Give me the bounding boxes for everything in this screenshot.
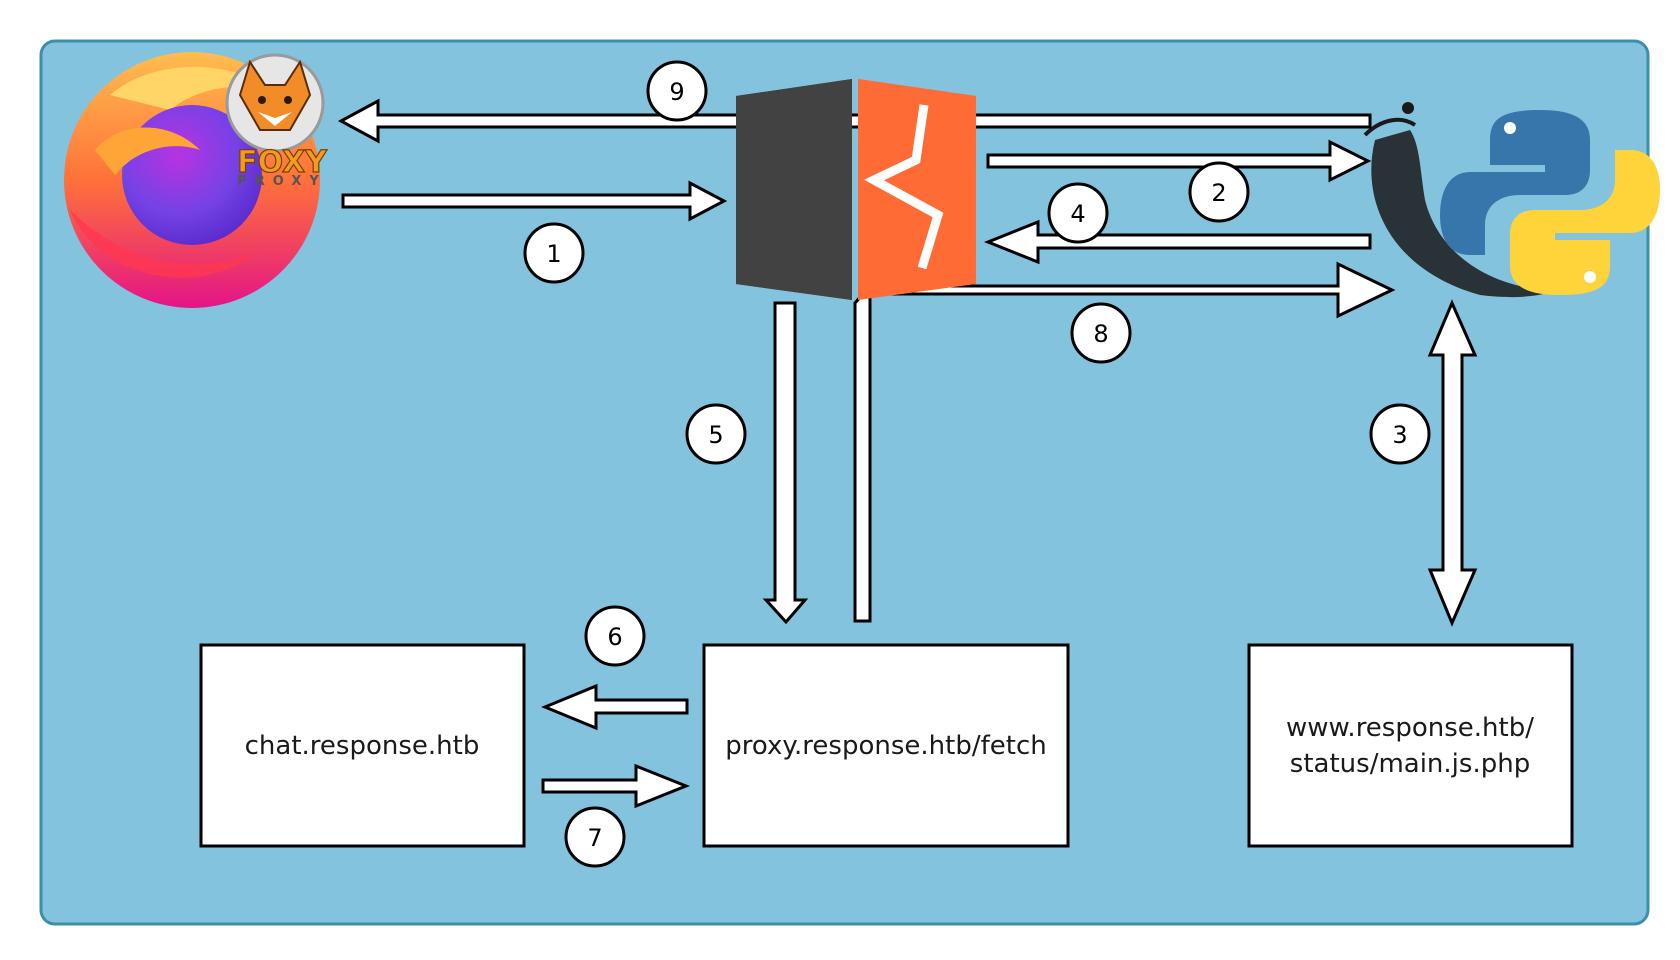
- python-icon: [1440, 110, 1660, 295]
- step-badge-5: 5: [685, 403, 747, 465]
- arrow-step-3: [1427, 299, 1478, 627]
- step-number: 4: [1070, 200, 1085, 228]
- step-number: 7: [587, 824, 602, 852]
- step-badge-7: 7: [564, 806, 626, 868]
- www-box-label-line2: status/main.js.php: [1290, 749, 1530, 779]
- chat-box: chat.response.htb: [199, 643, 526, 848]
- foxyproxy-title: FOXY: [237, 145, 328, 180]
- arrow-step-1: [341, 180, 728, 222]
- step-number: 8: [1093, 320, 1108, 348]
- step-number: 9: [669, 78, 684, 106]
- step-number: 1: [546, 240, 561, 268]
- burp-dark-face: [736, 79, 852, 300]
- foxyproxy-subtitle: PROXY: [237, 174, 327, 189]
- arrow-step-9: [337, 98, 1372, 144]
- proxy-box: proxy.response.htb/fetch: [702, 643, 1070, 848]
- proxy-box-label: proxy.response.htb/fetch: [725, 731, 1046, 761]
- step-badge-2: 2: [1188, 161, 1250, 223]
- www-box: www.response.htb/ status/main.js.php: [1247, 643, 1574, 848]
- arrow-step-5: [762, 301, 809, 625]
- step-badge-1: 1: [523, 222, 585, 284]
- step-badge-8: 8: [1070, 302, 1132, 364]
- step-number: 5: [708, 421, 723, 449]
- step-number: 3: [1392, 421, 1407, 449]
- burp-orange-face: [858, 79, 976, 300]
- step-badge-3: 3: [1369, 403, 1431, 465]
- arrow-step-4: [983, 219, 1372, 265]
- chat-box-label: chat.response.htb: [245, 731, 480, 761]
- step-badge-9: 9: [646, 60, 708, 122]
- www-box-label-line1: www.response.htb/: [1286, 713, 1534, 743]
- step-number: 6: [607, 623, 622, 651]
- burp-bolt: [864, 104, 944, 270]
- arrow-step-2: [986, 139, 1372, 183]
- arrow-step-7: [541, 763, 691, 809]
- flask-horn-icon: [1363, 102, 1555, 298]
- step-badge-4: 4: [1047, 182, 1109, 244]
- arrow-step-6: [541, 683, 689, 731]
- step-badge-6: 6: [584, 605, 646, 667]
- foxyproxy-icon: FOXY PROXY: [225, 53, 329, 189]
- step-number: 2: [1211, 179, 1226, 207]
